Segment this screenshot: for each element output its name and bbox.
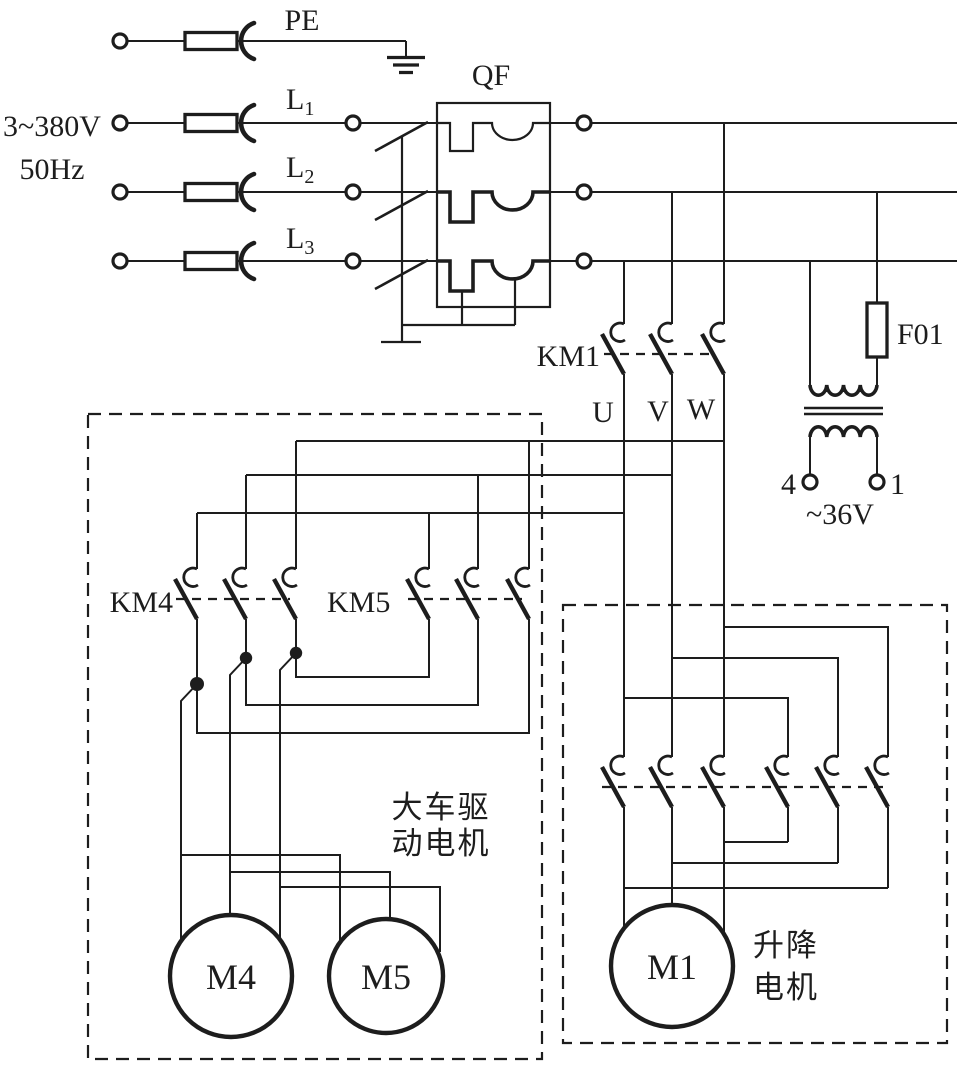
supply-frequency-label: 50Hz	[20, 153, 85, 186]
terminal-pe	[111, 32, 129, 50]
wire	[550, 122, 577, 262]
qf-element-l3	[437, 259, 550, 293]
km5-contact-blades	[405, 577, 531, 621]
phase-w-label: W	[687, 393, 716, 426]
km5-contactor: KM5	[327, 441, 531, 621]
phase-v-label: V	[647, 395, 669, 428]
motor-m5-label: M5	[361, 957, 411, 997]
wire	[196, 441, 297, 569]
hoist-caption-line2: 电机	[753, 970, 819, 1005]
bus-lines	[591, 122, 957, 262]
terminal-l2-mid	[344, 183, 362, 201]
terminal-l1	[111, 114, 129, 132]
transformer-primary-winding	[808, 384, 879, 397]
hoist-contact-blades	[600, 765, 890, 809]
qf-breaker: QF	[374, 59, 593, 344]
junction-dot	[289, 646, 303, 660]
transformer-secondary-winding	[808, 425, 879, 438]
km1-label: KM1	[537, 340, 600, 373]
f01-label: F01	[897, 318, 944, 351]
qf-label: QF	[472, 59, 510, 92]
terminal-1-label: 1	[890, 468, 905, 501]
qf-out-terminal-l3	[575, 252, 593, 270]
contact-hook-icons	[182, 566, 298, 588]
transformer-core	[804, 406, 883, 416]
km4-contact-blades	[173, 577, 298, 621]
hoist-box	[561, 603, 949, 1045]
terminal-l2	[111, 183, 129, 201]
motor-m4-circle	[167, 912, 295, 1040]
contact-hook-icons	[609, 754, 890, 776]
wire	[180, 619, 530, 952]
km5-label: KM5	[327, 586, 390, 619]
fuse-body-l1	[183, 112, 239, 134]
wire	[623, 123, 725, 324]
supply-voltage-label: 3~380V	[3, 110, 101, 143]
fuse-body-l2	[183, 181, 239, 203]
feeder-rows: PE L1 L2 L3 3~380V 50Hz	[3, 4, 437, 282]
phase-u-label: U	[592, 396, 614, 429]
terminal-l3-mid	[344, 252, 362, 270]
connector-socket-icon	[238, 20, 257, 282]
secondary-voltage-label: ~36V	[806, 498, 874, 531]
qf-element-l1	[437, 121, 550, 153]
motor-m4: M4	[167, 912, 295, 1040]
junction-dot	[190, 677, 204, 691]
wire	[428, 441, 530, 569]
phase-verticals	[623, 374, 725, 757]
hoist-caption-line1: 升降	[753, 928, 819, 963]
qf-trip-linkage	[381, 136, 517, 344]
fuse-body-pe	[183, 30, 239, 52]
cart-drive-caption-line2: 动电机	[392, 826, 491, 861]
secondary-terminal-4	[801, 473, 819, 491]
l1-label: L1	[286, 83, 314, 120]
km4-label: KM4	[110, 586, 173, 619]
hoist-reversing-contacts	[600, 626, 890, 934]
motor-m5-circle	[326, 916, 446, 1036]
control-transformer: 4 1 ~36V	[781, 384, 905, 531]
km4-contactor: KM4	[110, 441, 298, 621]
cart-drive-box	[86, 412, 544, 1061]
l3-label: L3	[286, 222, 314, 259]
motor-m1-label: M1	[647, 947, 697, 987]
motor-m1-circle	[608, 902, 736, 1030]
wire	[809, 192, 878, 475]
pe-label: PE	[284, 4, 319, 37]
wire	[624, 626, 889, 757]
fuse-f01	[865, 301, 889, 359]
motor-m5: M5	[326, 916, 446, 1036]
cart-drive-wiring	[180, 619, 530, 952]
terminal-l3	[111, 252, 129, 270]
cart-drive-caption-line1: 大车驱	[392, 790, 491, 825]
secondary-terminal-1	[868, 473, 886, 491]
wire	[623, 807, 889, 934]
wire	[127, 40, 437, 262]
junction-dot	[239, 651, 253, 665]
qf-out-terminal-l2	[575, 183, 593, 201]
fuse-body-l3	[183, 250, 239, 272]
motor-m1: M1	[608, 902, 736, 1030]
cart-feed-lines	[197, 440, 724, 514]
qf-outline	[435, 101, 552, 309]
qf-out-terminal-l1	[575, 114, 593, 132]
km1-contactor: KM1 U V W	[537, 321, 726, 429]
motor-m4-label: M4	[206, 957, 256, 997]
ground-icon	[387, 55, 425, 75]
l2-label: L2	[286, 151, 314, 188]
terminal-l1-mid	[344, 114, 362, 132]
contact-hook-icons	[414, 566, 531, 588]
control-circuit: F01 4 1 ~36V	[781, 192, 944, 531]
qf-element-l2	[437, 190, 550, 224]
contact-hook-icons	[609, 321, 726, 343]
terminal-4-label: 4	[781, 468, 796, 501]
